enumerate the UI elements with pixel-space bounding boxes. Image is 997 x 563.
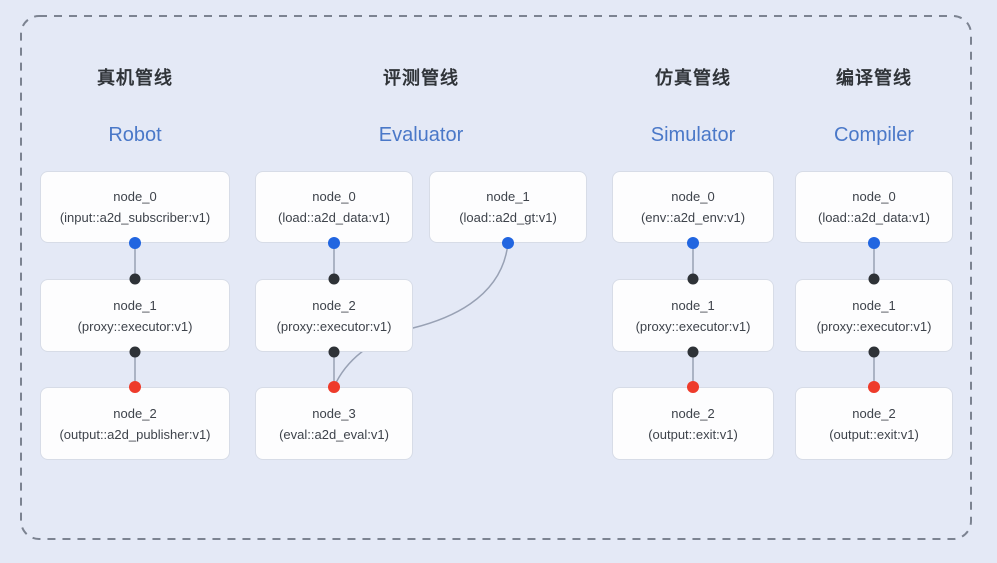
port-dot-red	[328, 381, 340, 393]
node-box-evaluator-node2: node_2 (proxy::executor:v1)	[255, 279, 413, 352]
port-dot-black	[328, 273, 340, 285]
pipeline-compiler-title-zh: 编译管线	[836, 68, 912, 88]
dashed-frame-border	[20, 15, 972, 540]
node-type: (proxy::executor:v1)	[276, 318, 392, 334]
port-dot-blue	[129, 237, 141, 249]
node-box-robot-node2: node_2 (output::a2d_publisher:v1)	[40, 387, 230, 460]
node-type: (env::a2d_env:v1)	[640, 210, 746, 225]
node-name: node_1	[113, 297, 157, 313]
node-name: node_0	[113, 189, 157, 204]
port-dot-blue	[328, 237, 340, 249]
node-box-compiler-node1: node_1 (proxy::executor:v1)	[795, 279, 953, 352]
node-type: (output::exit:v1)	[829, 426, 919, 442]
node-box-evaluator-node1: node_1 (load::a2d_gt:v1)	[429, 171, 587, 243]
node-type: (input::a2d_subscriber:v1)	[59, 210, 211, 225]
node-type: (eval::a2d_eval:v1)	[279, 426, 389, 442]
pipeline-robot-title-zh: 真机管线	[97, 68, 173, 88]
port-dot-blue	[868, 237, 880, 249]
node-box-compiler-node2: node_2 (output::exit:v1)	[795, 387, 953, 460]
port-dot-black	[129, 346, 141, 358]
node-box-robot-node1: node_1 (proxy::executor:v1)	[40, 279, 230, 352]
node-name: node_2	[852, 405, 896, 421]
node-name: node_1	[852, 297, 896, 313]
node-box-simulator-node2: node_2 (output::exit:v1)	[612, 387, 774, 460]
node-name: node_0	[671, 189, 715, 204]
port-dot-red	[868, 381, 880, 393]
pipeline-evaluator-title-en: Evaluator	[378, 124, 464, 146]
port-dot-blue	[502, 237, 514, 249]
pipeline-compiler-title-en: Compiler	[833, 124, 915, 146]
node-type: (load::a2d_data:v1)	[277, 210, 391, 225]
node-name: node_0	[312, 189, 356, 204]
port-dot-red	[687, 381, 699, 393]
port-dot-black	[328, 346, 340, 358]
port-dot-black	[868, 273, 880, 285]
node-type: (proxy::executor:v1)	[816, 318, 932, 334]
node-box-evaluator-node0: node_0 (load::a2d_data:v1)	[255, 171, 413, 243]
port-dot-red	[129, 381, 141, 393]
node-name: node_2	[113, 405, 157, 421]
port-dot-black	[868, 346, 880, 358]
node-name: node_2	[671, 405, 715, 421]
port-dot-black	[687, 346, 699, 358]
edge-evaluator-1-3-curve	[333, 242, 509, 388]
node-box-robot-node0: node_0 (input::a2d_subscriber:v1)	[40, 171, 230, 243]
node-type: (load::a2d_data:v1)	[817, 210, 931, 225]
node-type: (output::exit:v1)	[648, 426, 738, 442]
node-box-evaluator-node3: node_3 (eval::a2d_eval:v1)	[255, 387, 413, 460]
pipeline-evaluator-title-zh: 评测管线	[383, 68, 459, 88]
node-type: (proxy::executor:v1)	[77, 318, 193, 334]
node-name: node_1	[671, 297, 715, 313]
pipeline-simulator-title-en: Simulator	[650, 124, 736, 146]
pipeline-robot-title-en: Robot	[108, 124, 162, 146]
port-dot-blue	[687, 237, 699, 249]
node-box-compiler-node0: node_0 (load::a2d_data:v1)	[795, 171, 953, 243]
node-name: node_2	[312, 297, 356, 313]
node-name: node_0	[852, 189, 896, 204]
node-box-simulator-node1: node_1 (proxy::executor:v1)	[612, 279, 774, 352]
node-box-simulator-node0: node_0 (env::a2d_env:v1)	[612, 171, 774, 243]
node-type: (proxy::executor:v1)	[635, 318, 751, 334]
node-type: (output::a2d_publisher:v1)	[59, 426, 211, 442]
pipeline-simulator-title-zh: 仿真管线	[655, 68, 731, 88]
port-dot-black	[687, 273, 699, 285]
node-name: node_1	[486, 189, 530, 204]
port-dot-black	[129, 273, 141, 285]
node-type: (load::a2d_gt:v1)	[459, 210, 557, 225]
node-name: node_3	[312, 405, 356, 421]
